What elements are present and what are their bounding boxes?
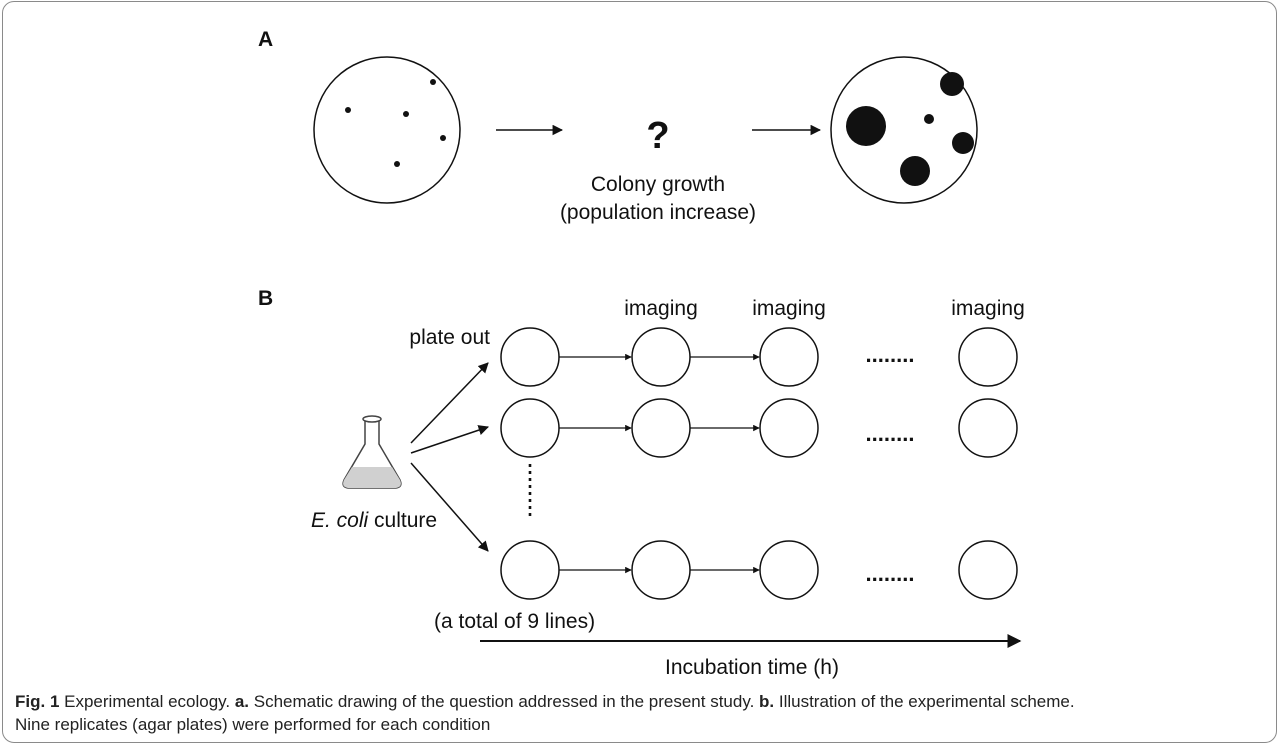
panel-a-label: A bbox=[258, 28, 273, 51]
imaging-label-2: imaging bbox=[752, 297, 826, 320]
caption-b-text: Illustration of the experimental scheme. bbox=[774, 692, 1075, 711]
total-lines-note: (a total of 9 lines) bbox=[434, 610, 595, 633]
caption-fig-label: Fig. 1 bbox=[15, 692, 60, 711]
caption-a-text: Schematic drawing of the question addres… bbox=[249, 692, 760, 711]
caption-b-label: b. bbox=[759, 692, 775, 711]
plate-after bbox=[830, 56, 978, 204]
schematic-figure: A ? Colony growth (population increase) … bbox=[258, 28, 1025, 679]
plate-out-label: plate out bbox=[409, 326, 490, 349]
plate-before bbox=[313, 56, 461, 204]
ellipsis-row-1: ........ bbox=[866, 342, 915, 367]
branch-arrow-3 bbox=[410, 462, 489, 552]
imaging-label-3: imaging bbox=[951, 297, 1025, 320]
caption-a-label: a. bbox=[234, 692, 250, 711]
flask-icon bbox=[342, 415, 402, 489]
time-axis-label: Incubation time (h) bbox=[665, 656, 839, 679]
question-mark: ? bbox=[646, 115, 669, 157]
colony-growth-label: Colony growth bbox=[591, 173, 725, 196]
culture-label: E. coli culture bbox=[311, 509, 437, 532]
population-increase-label: (population increase) bbox=[560, 201, 756, 224]
caption-line-2: Nine replicates (agar plates) were perfo… bbox=[15, 715, 491, 734]
panel-b-label: B bbox=[258, 287, 273, 310]
branch-arrow-1 bbox=[410, 362, 489, 444]
branch-arrow-2 bbox=[410, 425, 489, 454]
caption-title: Experimental ecology. bbox=[59, 692, 235, 711]
caption-line-1: Fig. 1 Experimental ecology. a. Schemati… bbox=[0, 691, 1284, 713]
ellipsis-row-3: ........ bbox=[866, 561, 915, 586]
imaging-label-1: imaging bbox=[624, 297, 698, 320]
plate-row-2: ........ bbox=[500, 398, 1018, 458]
ellipsis-row-2: ........ bbox=[866, 421, 915, 446]
plate-row-3: ........ bbox=[500, 540, 1018, 600]
plate-row-1: ........ bbox=[500, 327, 1018, 387]
